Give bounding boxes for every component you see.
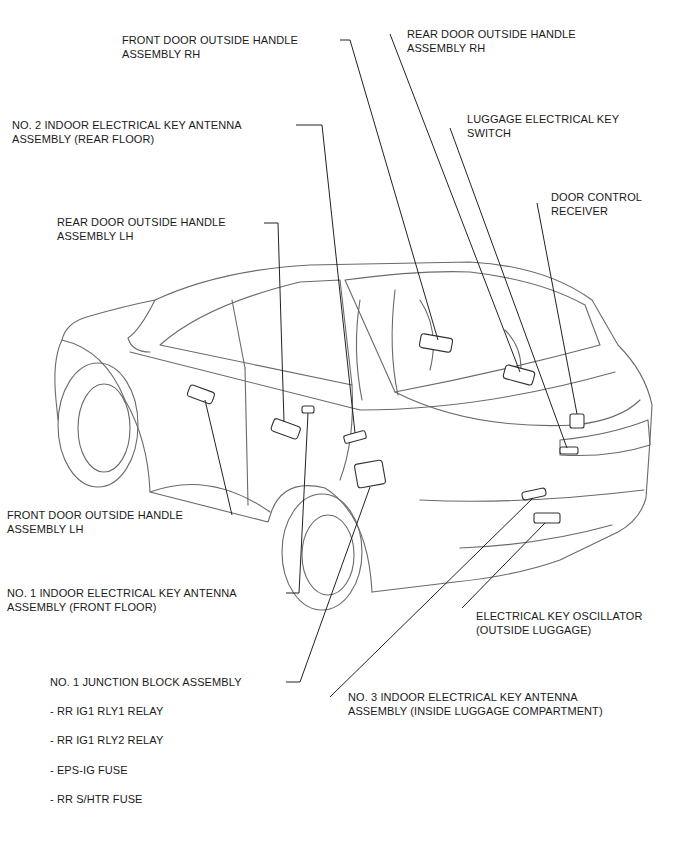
trunk-lid bbox=[395, 392, 640, 426]
antenna bbox=[302, 406, 314, 413]
part-label: NO. 1 JUNCTION BLOCK ASSEMBLY bbox=[50, 675, 290, 689]
leader-line bbox=[390, 34, 520, 372]
part-label: NO. 1 INDOOR ELECTRICAL KEY ANTENNA ASSE… bbox=[7, 586, 282, 614]
part-label: - RR IG1 RLY1 RELAY bbox=[50, 704, 250, 718]
part-label: FRONT DOOR OUTSIDE HANDLE ASSEMBLY RH bbox=[122, 33, 327, 61]
junction-block bbox=[354, 460, 386, 488]
car-body bbox=[62, 262, 652, 592]
seat bbox=[356, 290, 398, 400]
part-label: NO. 3 INDOOR ELECTRICAL KEY ANTENNA ASSE… bbox=[348, 690, 638, 718]
part-label: - RR S/HTR FUSE bbox=[50, 792, 250, 806]
part-label: ELECTRICAL KEY OSCILLATOR (OUTSIDE LUGGA… bbox=[476, 609, 676, 637]
part-label: FRONT DOOR OUTSIDE HANDLE ASSEMBLY LH bbox=[7, 508, 212, 536]
part-label: - RR IG1 RLY2 RELAY bbox=[50, 733, 250, 747]
side-window bbox=[160, 280, 352, 385]
leader-line bbox=[330, 498, 533, 697]
door-line bbox=[340, 385, 353, 480]
car-body bbox=[55, 340, 62, 420]
receiver bbox=[570, 414, 584, 428]
leader-line bbox=[205, 400, 232, 515]
leader-line bbox=[296, 125, 355, 433]
door-handle bbox=[187, 384, 216, 404]
leader-line bbox=[286, 487, 370, 682]
door-line bbox=[245, 368, 248, 505]
bumper bbox=[460, 525, 612, 548]
leader-line bbox=[264, 223, 284, 422]
leader-line bbox=[537, 203, 577, 414]
door-handle bbox=[419, 333, 453, 352]
part-label: LUGGAGE ELECTRICAL KEY SWITCH bbox=[467, 112, 647, 140]
leader-line bbox=[450, 128, 567, 448]
antenna bbox=[521, 488, 546, 501]
car-body bbox=[62, 340, 372, 592]
front-wheel bbox=[78, 384, 130, 472]
front-wheel bbox=[58, 363, 138, 487]
leader-line bbox=[462, 523, 545, 608]
oscillator bbox=[534, 513, 560, 523]
windshield bbox=[128, 300, 155, 352]
rear-wheel bbox=[302, 515, 354, 595]
part-label: DOOR CONTROL RECEIVER bbox=[551, 190, 663, 218]
part-label: REAR DOOR OUTSIDE HANDLE ASSEMBLY RH bbox=[407, 27, 612, 55]
door-handle bbox=[503, 364, 536, 385]
part-label: NO. 2 INDOOR ELECTRICAL KEY ANTENNA ASSE… bbox=[12, 118, 287, 146]
door-handle bbox=[270, 418, 301, 440]
door-line bbox=[150, 484, 270, 512]
leader-line bbox=[340, 40, 438, 340]
key-switch bbox=[560, 447, 578, 454]
part-label: REAR DOOR OUTSIDE HANDLE ASSEMBLY LH bbox=[57, 215, 262, 243]
part-label: - EPS-IG FUSE bbox=[50, 763, 250, 777]
side-window bbox=[232, 300, 245, 368]
leader-line bbox=[286, 413, 308, 593]
